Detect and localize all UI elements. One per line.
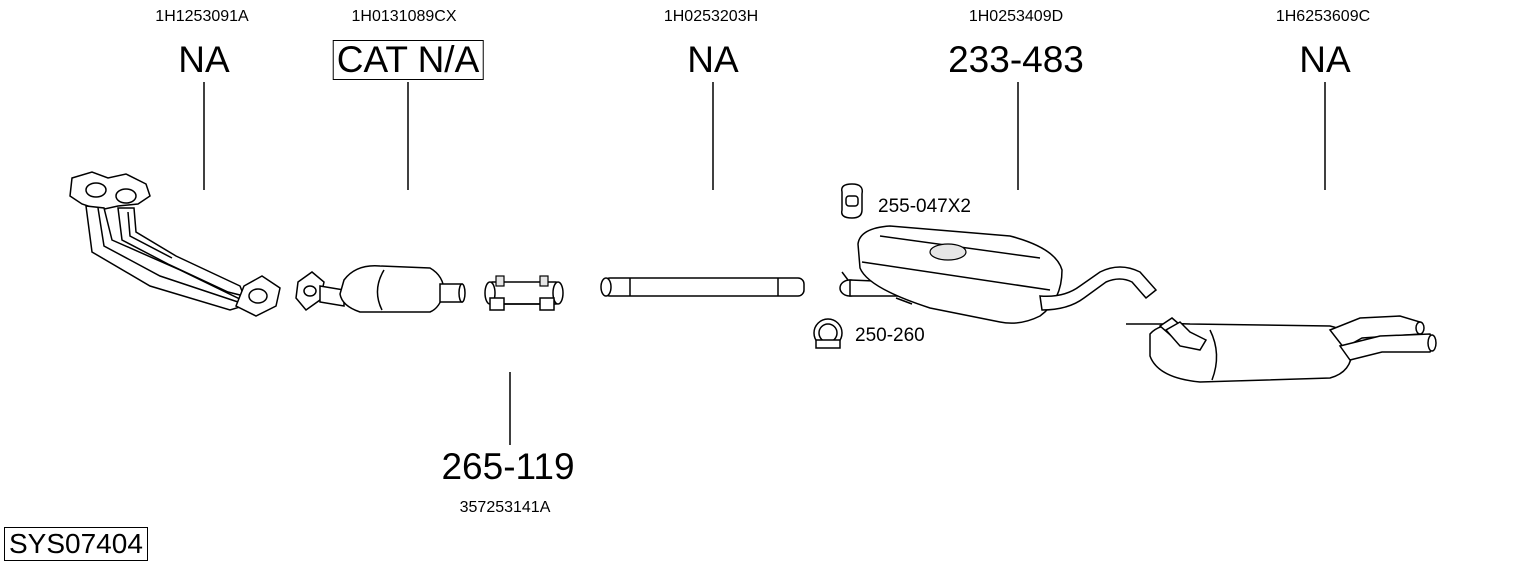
- rear-silencer-drawing: [1126, 315, 1437, 383]
- part-4-reference: 233-483: [948, 39, 1084, 80]
- leader-lines: [203, 82, 1326, 445]
- clamp-oem-number: 357253141A: [459, 499, 551, 516]
- part-3-reference: NA: [687, 39, 739, 80]
- part-5-oem-number: 1H6253609C: [1275, 8, 1371, 25]
- rubber-mount-icon: [840, 183, 864, 219]
- part-2-reference: CAT N/A: [332, 40, 484, 80]
- part-4-oem-number: 1H0253409D: [968, 8, 1064, 25]
- pipe-clamp-icon: [813, 318, 843, 349]
- rubber-mount-label: 255-047X2: [878, 196, 971, 217]
- centre-silencer-drawing: [839, 225, 1158, 324]
- part-1-reference: NA: [178, 39, 230, 80]
- part-2-oem-number: 1H0131089CX: [351, 8, 457, 25]
- intermediate-pipe-drawing: [600, 277, 805, 297]
- part-3-oem-number: 1H0253203H: [663, 8, 759, 25]
- front-pipe-drawing: [69, 171, 281, 317]
- sleeve-clamp-drawing: [484, 275, 564, 311]
- clamp-reference: 265-119: [441, 446, 575, 487]
- part-1-oem-number: 1H1253091A: [155, 8, 249, 25]
- system-id-label: SYS07404: [4, 527, 148, 561]
- part-5-reference: NA: [1299, 39, 1351, 80]
- pipe-clamp-label: 250-260: [855, 325, 925, 346]
- catalytic-converter-drawing: [295, 265, 466, 313]
